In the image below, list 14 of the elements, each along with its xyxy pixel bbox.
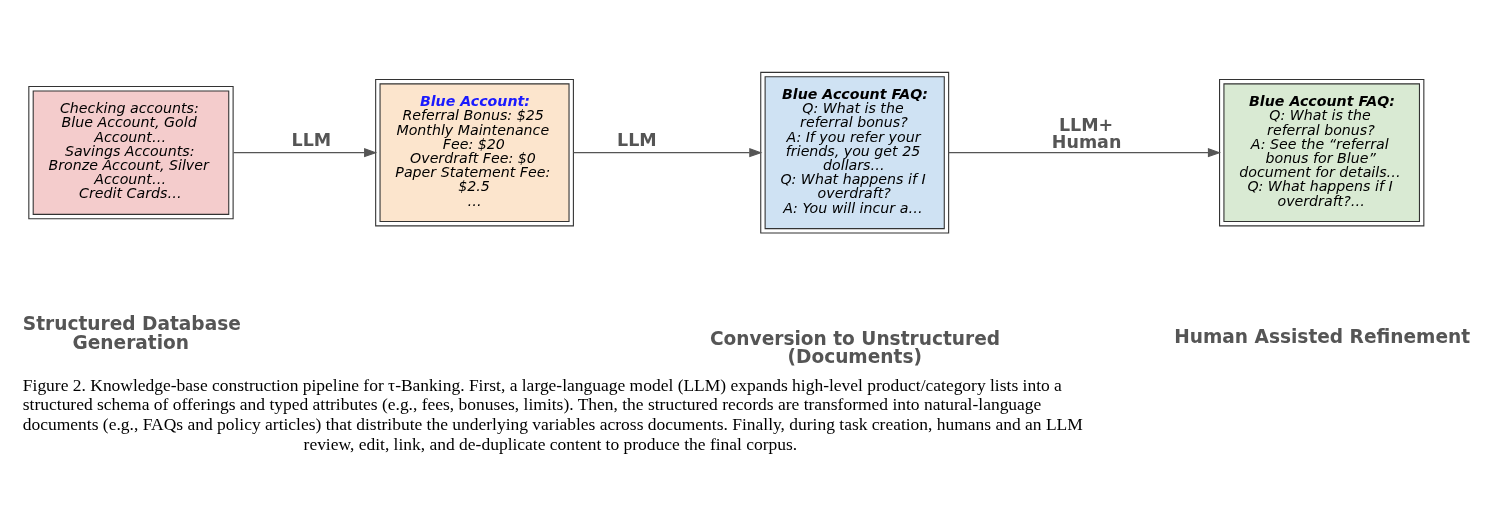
arrow [572,147,763,157]
label: Structured Database Generation [22,312,241,353]
label: Human Assisted Refinement [1174,325,1471,347]
node-box: Blue Account FAQ: Q: What is the referral bonus? A: See the “referral bonus for Blue” document for details… Q: What happens if I overdraft?… [1219,78,1425,226]
node-box: Checking accounts: Blue Account, Gold Account… Savings Accounts: Bronze Account, Silver Account… Credit Cards… [28,85,234,219]
caption: Figure 2. Knowledge-base construction pipeline for τ-Banking. First, a large-language model (LLM) expands high-level product/category lists into a structured schema of offerings and typed attributes (e.g., fees, bonuses, limits). Then, the structured records are transformed into natural-language documents (e.g., FAQs and policy articles) that distribute the underlying variables across documents. Finally, during task creation, humans and an LLM review, edit, link, and de-duplicate content to produce the final corpus. [22,374,1083,454]
arrow [948,147,1221,157]
edge-label: LLM [291,129,332,150]
node-box: Blue Account FAQ: Q: What is the referral bonus? A: If you refer your friends, you get 25 dollars… Q: What happens if I overdraft? A: You will incur a… [760,71,950,233]
edge-label: LLM+ Human [1051,114,1122,152]
label: Conversion to Unstructured (Documents) [709,326,1001,367]
arrow [233,147,378,157]
edge-label: LLM [617,129,657,150]
node-box: Blue Account: Referral Bonus: $25 Monthly Maintenance Fee: $20 Overdraft Fee: $0 Paper Statement Fee: $2.5 … [375,78,574,226]
